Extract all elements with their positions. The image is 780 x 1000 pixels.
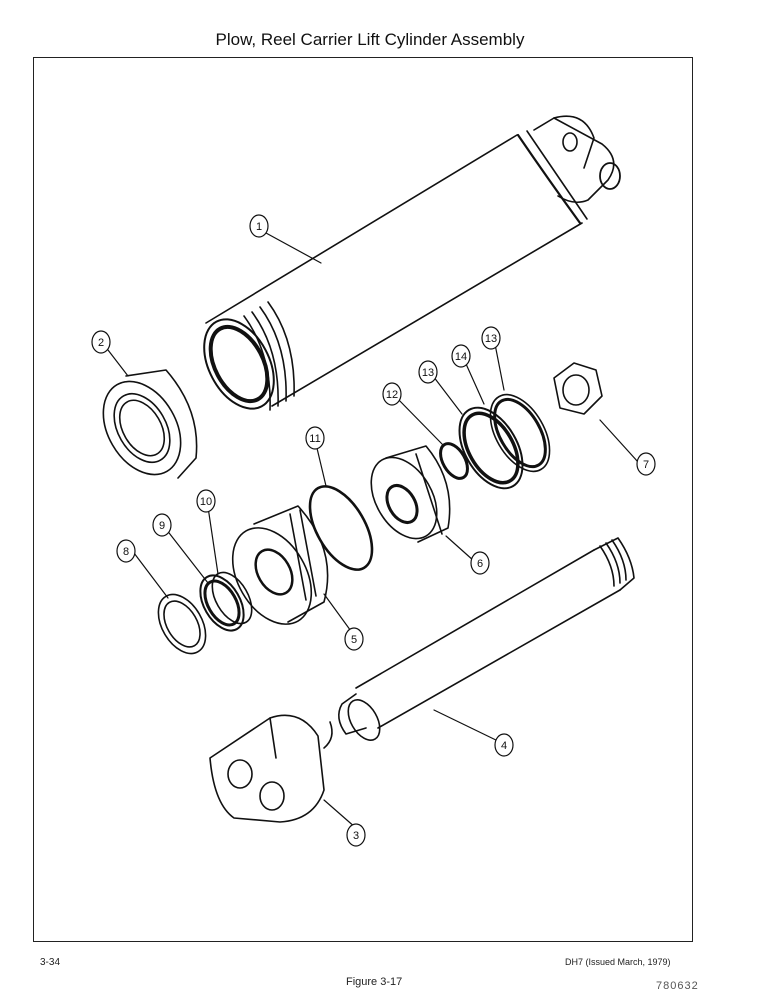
callout-6: 6 [477,558,483,570]
callout-labels: 1 2 3 4 5 6 7 8 9 10 11 12 13 14 13 [98,221,649,842]
callout-2: 2 [98,337,104,349]
cylinder-head-part [231,505,329,625]
gland-nut-part [102,369,198,479]
piston-part [370,445,451,543]
exploded-view-drawing: 1 2 3 4 5 6 7 8 9 10 11 12 13 14 13 [91,115,656,847]
o-ring-part [439,442,469,480]
callout-14: 14 [455,351,467,363]
callout-10: 10 [200,496,212,508]
callout-13b: 13 [485,333,497,345]
callout-1: 1 [256,221,262,233]
seal-rings-part [458,393,551,490]
rod-seal-part [199,571,253,632]
callout-circles [91,214,656,847]
callout-7: 7 [643,459,649,471]
issue-note: DH7 (Issued March, 1979) [565,957,671,967]
callout-leaders [107,232,639,829]
hex-nut-part [553,362,603,415]
figure-frame: 1 2 3 4 5 6 7 8 9 10 11 12 13 14 13 Figu… [33,57,698,992]
cylinder-barrel-part [203,115,621,411]
callout-3: 3 [353,830,359,842]
callout-12: 12 [386,389,398,401]
callout-13: 13 [422,367,434,379]
figure-caption: Figure 3-17 [346,976,403,988]
callout-8: 8 [123,546,129,558]
callout-9: 9 [159,520,165,532]
piston-rod-part [338,537,635,741]
drawing-number: 780632 [656,980,699,992]
callout-11: 11 [309,433,320,445]
rod-clevis-part [209,714,333,823]
callout-5: 5 [351,634,357,646]
page-title: Plow, Reel Carrier Lift Cylinder Assembl… [215,30,525,49]
page-number: 3-34 [40,957,61,968]
callout-4: 4 [501,740,507,752]
